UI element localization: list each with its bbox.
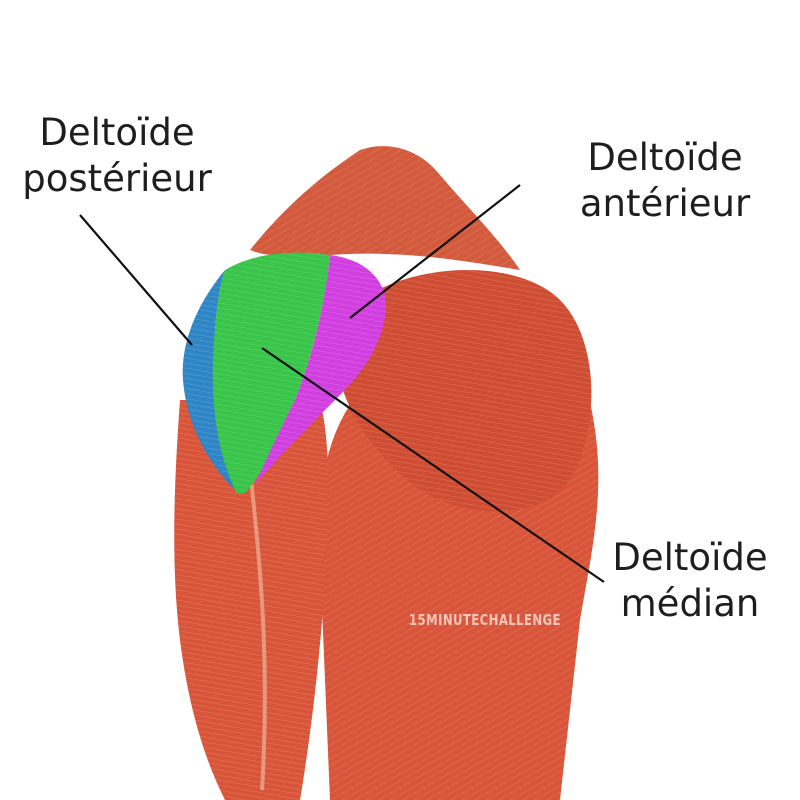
leader-line-median (261, 347, 605, 583)
neck-trapezius (250, 146, 520, 270)
deltoid-fiber-texture (182, 252, 386, 493)
label-median-line2: médian (620, 582, 760, 625)
leader-lines (79, 184, 605, 583)
label-median-line1: Deltoïde (612, 536, 768, 579)
pectoral-muscle (340, 270, 592, 512)
label-anterior-line1: Deltoïde (587, 136, 743, 179)
leader-line-anterior (349, 184, 521, 319)
label-deltoid-posterior: Deltoïde postérieur (12, 110, 222, 202)
leader-line-posterior (79, 214, 193, 346)
label-anterior-line2: antérieur (579, 182, 751, 225)
arm-muscles (174, 400, 329, 800)
label-posterior-line2: postérieur (22, 157, 212, 200)
label-deltoid-anterior: Deltoïde antérieur (565, 135, 765, 227)
label-deltoid-median: Deltoïde médian (595, 535, 785, 627)
watermark: 15MINUTECHALLENGE (409, 611, 561, 629)
label-posterior-line1: Deltoïde (39, 111, 195, 154)
